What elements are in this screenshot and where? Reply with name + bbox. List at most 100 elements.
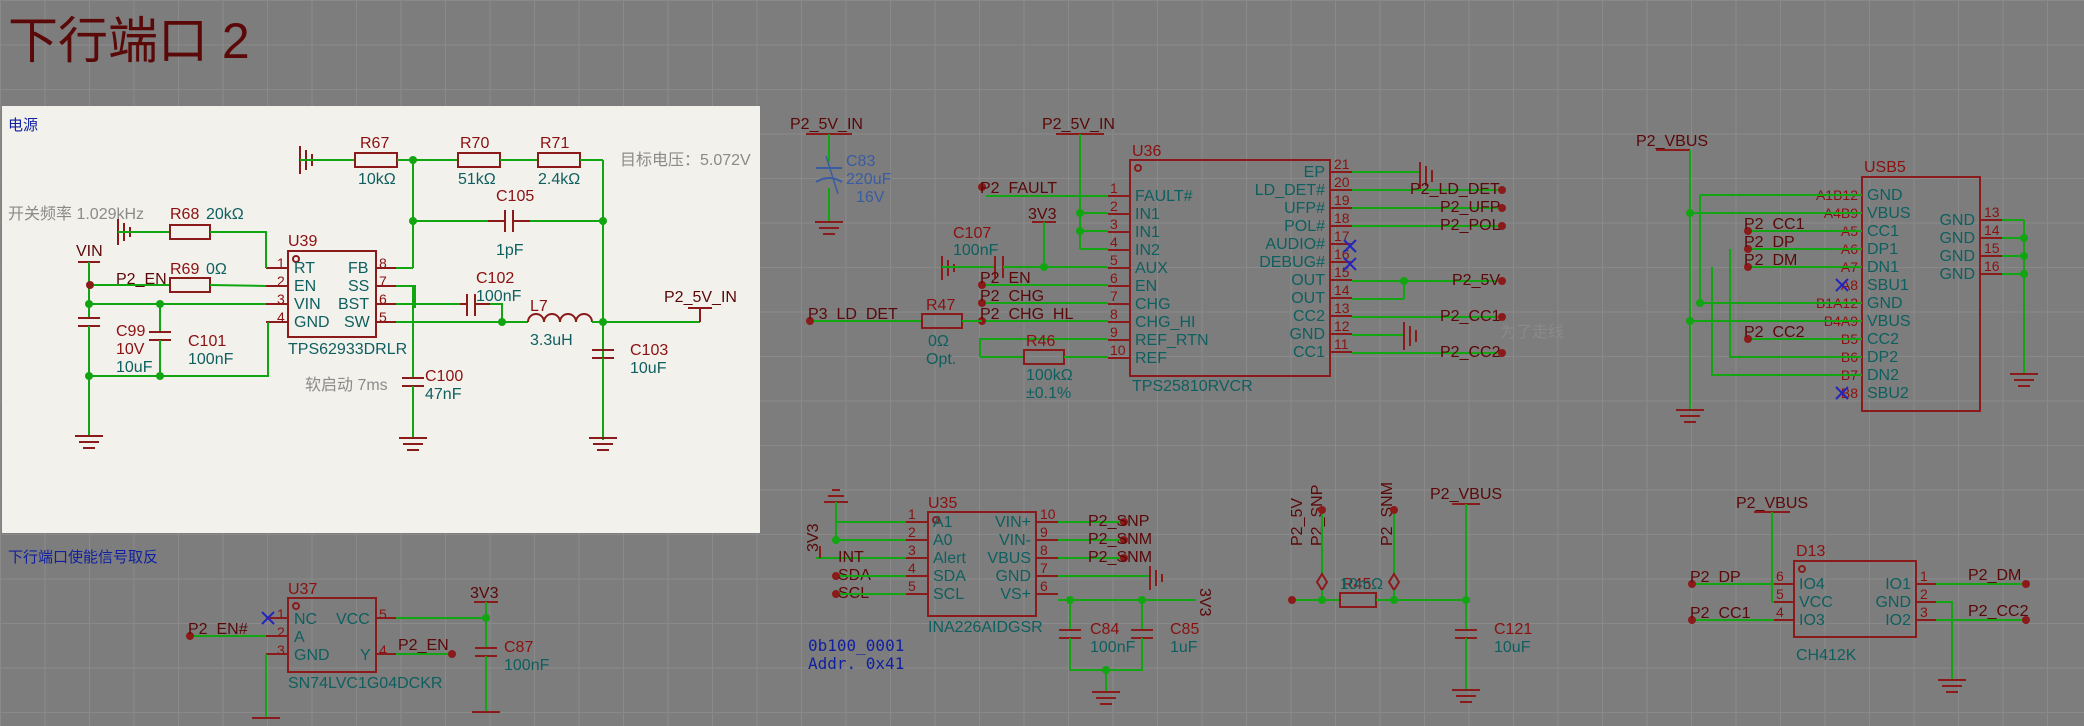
ground-symbol — [1676, 409, 1704, 423]
svg-text:3.3uH: 3.3uH — [530, 332, 573, 349]
inductor-l7[interactable]: L7 3.3uH — [527, 298, 593, 349]
ic-u39-tps62933[interactable]: U39 TPS62933DRLR RT EN VIN GND FB SS BST… — [266, 233, 407, 358]
net-label-p2-5v: P2_5V — [1452, 272, 1500, 289]
capacitor-c103[interactable]: C103 10uF — [592, 342, 668, 377]
net-label-p2-cc1-usb: P2_CC1 — [1744, 216, 1805, 233]
resistor-r47[interactable]: R47 0Ω Opt. — [921, 297, 963, 368]
svg-text:16V: 16V — [856, 189, 885, 206]
resistor-r67[interactable]: R67 10kΩ — [354, 135, 398, 188]
pin-number: 11 — [1334, 336, 1349, 352]
capacitor-c102[interactable]: C102 100nF — [460, 270, 522, 316]
pin-name: A0 — [933, 532, 953, 549]
esd-ic-d13-ch412k[interactable]: D13 CH412K — [1793, 543, 1917, 664]
switching-frequency-note: 开关频率 1.029kHz — [8, 205, 144, 223]
net-label-p2-5v-in-3: P2_5V_IN — [1042, 116, 1115, 133]
svg-text:C84: C84 — [1090, 621, 1119, 638]
capacitor-c105[interactable]: C105 1pF — [488, 188, 534, 259]
no-connect-marker — [261, 611, 275, 625]
net-label-p2-chg: P2_CHG — [980, 288, 1044, 305]
pin-name: GND — [1867, 295, 1903, 312]
svg-text:5: 5 — [379, 606, 387, 622]
ground-symbol — [1452, 689, 1480, 703]
net-label-p2-vbus: P2_VBUS — [1636, 133, 1708, 150]
ic-u35-ina226[interactable]: U35 INA226AIDGSR — [927, 495, 1043, 636]
svg-text:1: 1 — [277, 255, 285, 271]
svg-text:100nF: 100nF — [1090, 639, 1136, 656]
svg-text:Y: Y — [360, 647, 371, 664]
pin-number: A8 — [1841, 277, 1858, 293]
svg-text:CH412K: CH412K — [1796, 647, 1857, 664]
svg-text:51kΩ: 51kΩ — [458, 171, 496, 188]
capacitor-c85[interactable]: C85 1uF — [1131, 621, 1199, 656]
svg-text:1uF: 1uF — [1170, 639, 1198, 656]
pin-name: DP2 — [1867, 349, 1898, 366]
svg-text:100nF: 100nF — [504, 657, 550, 674]
svg-text:SN74LVC1G04DCKR: SN74LVC1G04DCKR — [288, 675, 442, 692]
no-connect-marker — [1835, 278, 1849, 400]
pin-name: DN1 — [1867, 259, 1899, 276]
capacitor-c84[interactable]: C84 100nF — [1059, 621, 1136, 656]
svg-text:R46: R46 — [1026, 333, 1055, 350]
net-label-p2-en: P2_EN — [116, 271, 167, 288]
resistor-r71[interactable]: R71 2.4kΩ — [537, 135, 581, 188]
pin-name: GND — [1939, 230, 1975, 247]
pin-number: 7 — [1110, 288, 1118, 304]
pin-number: 19 — [1334, 192, 1350, 208]
svg-text:1pF: 1pF — [496, 242, 524, 259]
power-section-label: 电源 — [8, 117, 38, 134]
svg-text:D13: D13 — [1796, 543, 1825, 560]
net-label-p2-5v-in-2: P2_5V_IN — [790, 116, 863, 133]
net-label-3v3-u35: 3V3 — [805, 523, 822, 552]
net-label-3v3-vs: 3V3 — [1196, 588, 1213, 617]
pin-name: DEBUG# — [1259, 254, 1325, 271]
capacitor-c121[interactable]: C121 10uF — [1455, 621, 1532, 656]
pin-name: AUDIO# — [1265, 236, 1325, 253]
svg-text:4: 4 — [379, 642, 387, 658]
svg-text:TPS25810RVCR: TPS25810RVCR — [1132, 378, 1253, 395]
pin-number: 1 — [908, 506, 916, 522]
pin-name: IN1 — [1135, 224, 1160, 241]
pin-number: 5 — [1110, 252, 1118, 268]
pin-name: CC1 — [1867, 223, 1899, 240]
net-label-p2-snp: P2_SNP — [1088, 513, 1149, 530]
pin-number: 14 — [1984, 222, 2000, 238]
pin-name: GND — [1939, 266, 1975, 283]
svg-text:SW: SW — [344, 314, 371, 331]
resistor-r46[interactable]: R46 100kΩ ±0.1% — [1023, 333, 1073, 402]
resistor-r70[interactable]: R70 51kΩ — [457, 135, 501, 188]
pin-number: 3 — [1110, 216, 1118, 232]
resistor-r68[interactable]: R68 20kΩ — [169, 206, 244, 240]
svg-text:Opt.: Opt. — [926, 351, 956, 368]
pin-name: IN1 — [1135, 206, 1160, 223]
capacitor-c101[interactable]: C101 100nF — [149, 331, 234, 368]
pin-name: IO3 — [1799, 612, 1825, 629]
pin-number: 2 — [1920, 586, 1928, 602]
pin-number: 4 — [908, 560, 916, 576]
resistor-r45-shunt[interactable]: R45 R45 — [1339, 576, 1377, 608]
svg-text:3: 3 — [277, 642, 285, 658]
pin-name: CHG — [1135, 296, 1171, 313]
pin-number: 6 — [1110, 270, 1118, 286]
ground-symbol — [1419, 162, 1433, 190]
enable-section-label: 下行端口使能信号取反 — [8, 549, 158, 566]
pin-number: 4 — [1110, 234, 1118, 250]
ic-u37-inverter[interactable]: U37 SN74LVC1G04DCKR NC A GND VCC Y 1 2 3… — [266, 581, 442, 692]
svg-text:C103: C103 — [630, 342, 668, 359]
pin-number: 3 — [1920, 604, 1928, 620]
capacitor-c83[interactable]: C83 220uF 16V — [815, 153, 892, 206]
usb-c-connector-usb5[interactable]: USB5 — [1861, 159, 1981, 412]
svg-text:C102: C102 — [476, 270, 514, 287]
svg-text:INA226AIDGSR: INA226AIDGSR — [928, 619, 1043, 636]
pin-name: EN — [1135, 278, 1157, 295]
svg-text:R45: R45 — [1342, 576, 1371, 593]
capacitor-c99[interactable]: C99 10V 10uF — [78, 317, 153, 376]
net-label-p2-en-n: P2_EN# — [188, 621, 248, 638]
svg-text:10uF: 10uF — [116, 359, 153, 376]
svg-text:U35: U35 — [928, 495, 957, 512]
net-label-p2-chg-hl: P2_CHG_HL — [980, 306, 1073, 323]
pin-number: 17 — [1334, 228, 1350, 244]
